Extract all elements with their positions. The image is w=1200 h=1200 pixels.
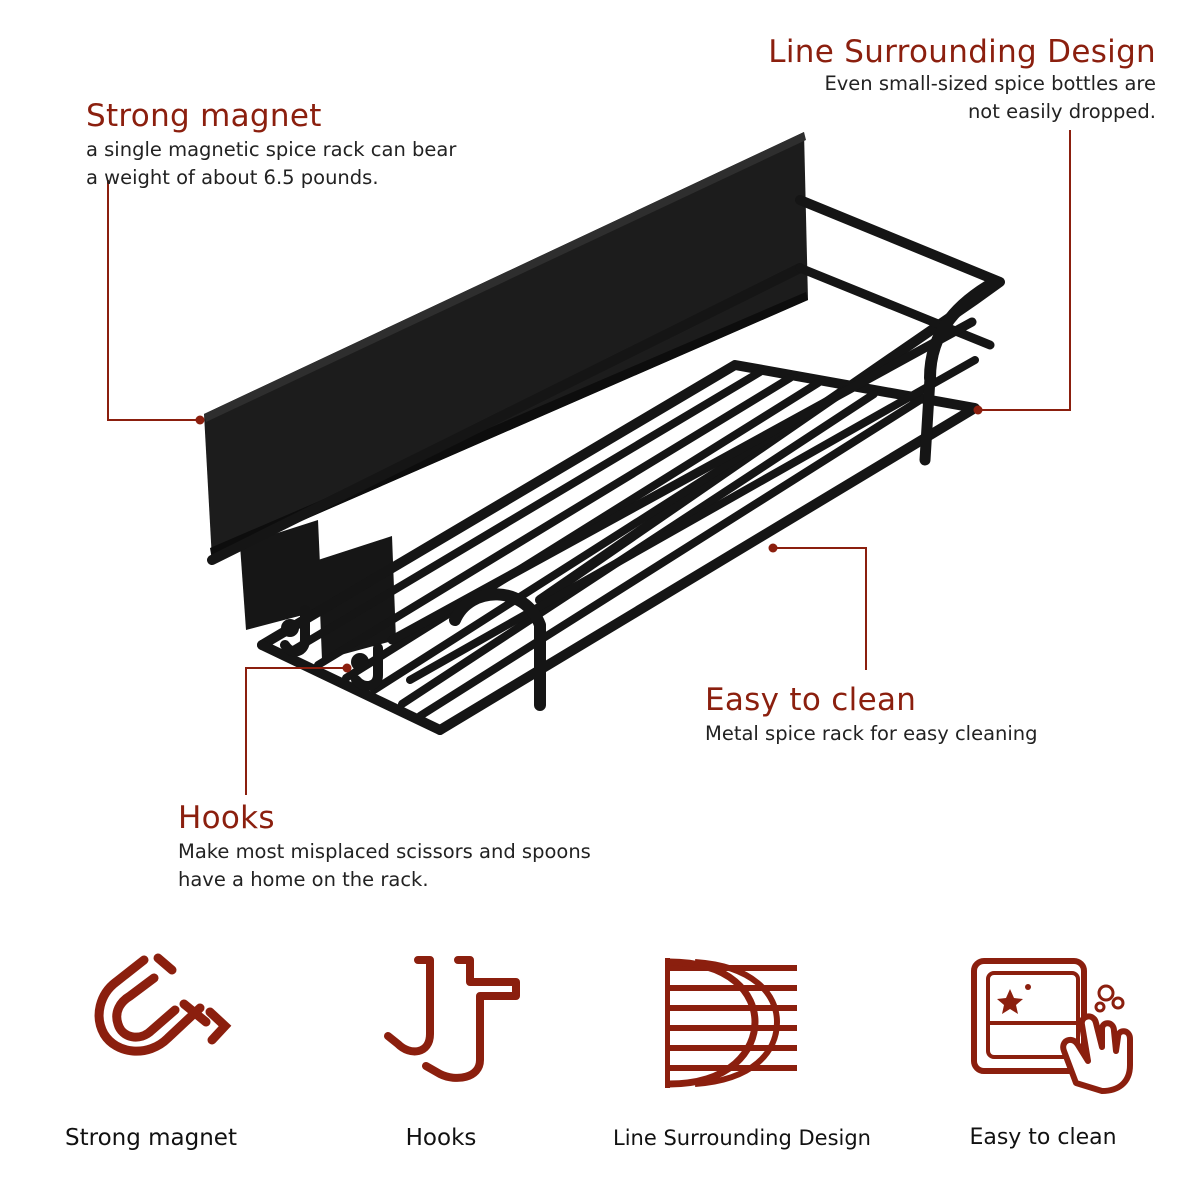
callout-dot (342, 663, 352, 673)
feature-label-hooks: Hooks (405, 1125, 477, 1151)
callout-description-line: not easily dropped. (967, 100, 1156, 123)
callout-dot (768, 543, 778, 553)
callout-line-surrounding-design: Line Surrounding Design Even small-sized… (768, 34, 1156, 126)
callout-description-line: have a home on the rack. (178, 868, 429, 891)
callout-strong-magnet: Strong magnet a single magnetic spice ra… (86, 98, 456, 192)
callout-dot (195, 415, 205, 425)
callout-description-line: Make most misplaced scissors and spoons (178, 840, 591, 863)
feature-label-line-surrounding-design: Line Surrounding Design (613, 1126, 871, 1150)
spice-rack-image (204, 132, 1005, 735)
hooks-icon (384, 956, 520, 1082)
magnet-icon (94, 953, 232, 1056)
callout-title: Strong magnet (86, 98, 322, 134)
rack-back-plate (204, 132, 808, 560)
callout-dot (973, 405, 983, 415)
feature-label-easy-to-clean: Easy to clean (969, 1125, 1117, 1150)
callout-description-line: Metal spice rack for easy cleaning (705, 722, 1038, 745)
easy-clean-icon (971, 958, 1133, 1094)
callout-description-line: a single magnetic spice rack can bear (86, 138, 457, 161)
callout-description-line: Even small-sized spice bottles are (824, 72, 1156, 95)
callout-title: Easy to clean (705, 682, 917, 718)
callout-title: Line Surrounding Design (768, 34, 1156, 70)
callout-easy-to-clean: Easy to clean Metal spice rack for easy … (705, 682, 1038, 748)
rack-wire-basket (207, 195, 1005, 735)
rack-hooks (280, 605, 383, 691)
feature-label-strong-magnet: Strong magnet (65, 1125, 237, 1151)
callout-hooks: Hooks Make most misplaced scissors and s… (178, 800, 591, 894)
callout-leader-lines (107, 130, 1071, 795)
line-surrounding-icon (665, 958, 797, 1088)
callout-description-line: a weight of about 6.5 pounds. (86, 166, 379, 189)
callout-title: Hooks (178, 800, 275, 836)
